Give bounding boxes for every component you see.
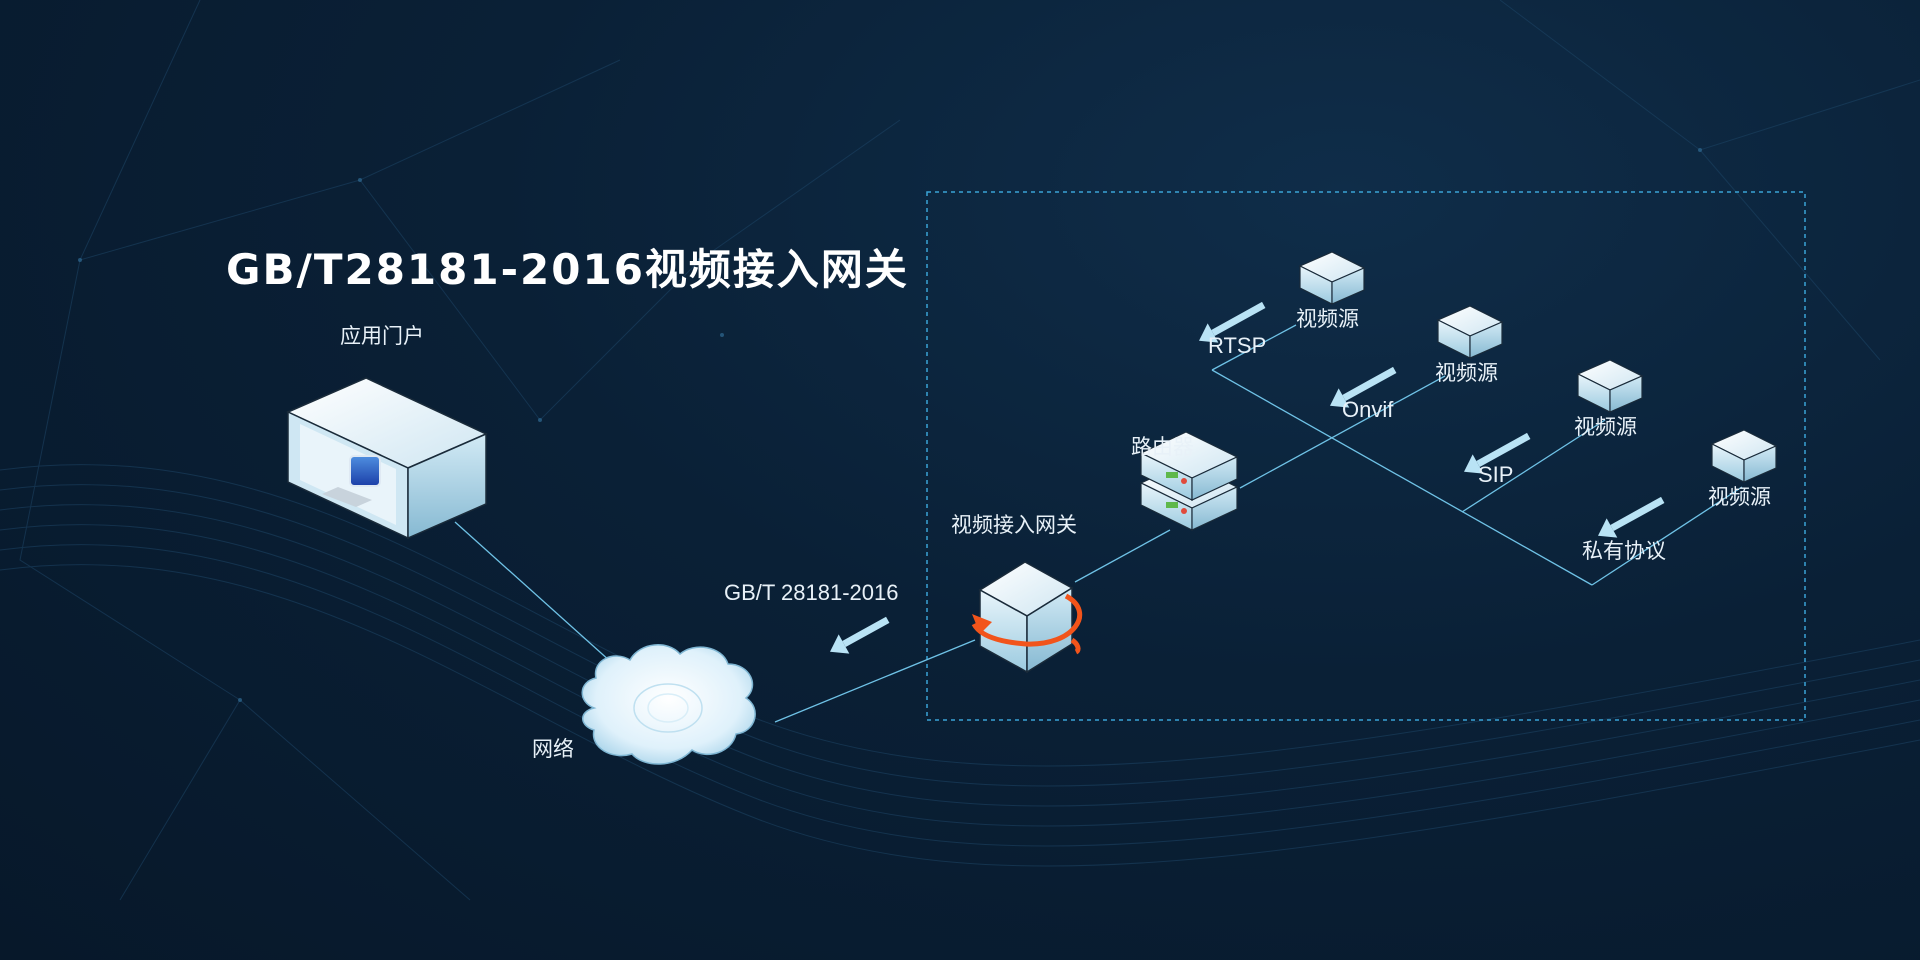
rtsp-label: RTSP (1208, 333, 1267, 358)
gb-protocol-label: GB/T 28181-2016 (724, 580, 899, 605)
cloud-icon (581, 644, 756, 765)
router-label: 路由器 (1131, 435, 1194, 459)
private-protocol-label: 私有协议 (1582, 539, 1666, 563)
gateway-label: 视频接入网关 (951, 513, 1077, 537)
gateway-zone-border (926, 191, 1806, 721)
network-label: 网络 (532, 737, 574, 761)
video-source-label-1: 视频源 (1296, 307, 1359, 331)
video-source-icon (1576, 359, 1644, 413)
video-source-icon (1436, 305, 1504, 359)
workstation-icon (286, 377, 488, 540)
video-source-icon (1298, 251, 1366, 305)
video-source-label-3: 视频源 (1574, 415, 1637, 439)
sip-label: SIP (1478, 462, 1514, 487)
video-source-label-4: 视频源 (1708, 485, 1771, 509)
page-title: GB/T28181-2016视频接入网关 (226, 245, 909, 294)
video-source-icon (1710, 429, 1778, 483)
video-source-label-2: 视频源 (1435, 361, 1498, 385)
portal-label: 应用门户 (340, 324, 424, 348)
router-icon (1139, 431, 1239, 531)
gateway-cube-icon (971, 561, 1083, 674)
onvif-label: Onvif (1342, 397, 1394, 422)
protocol-arrows (830, 301, 1665, 654)
